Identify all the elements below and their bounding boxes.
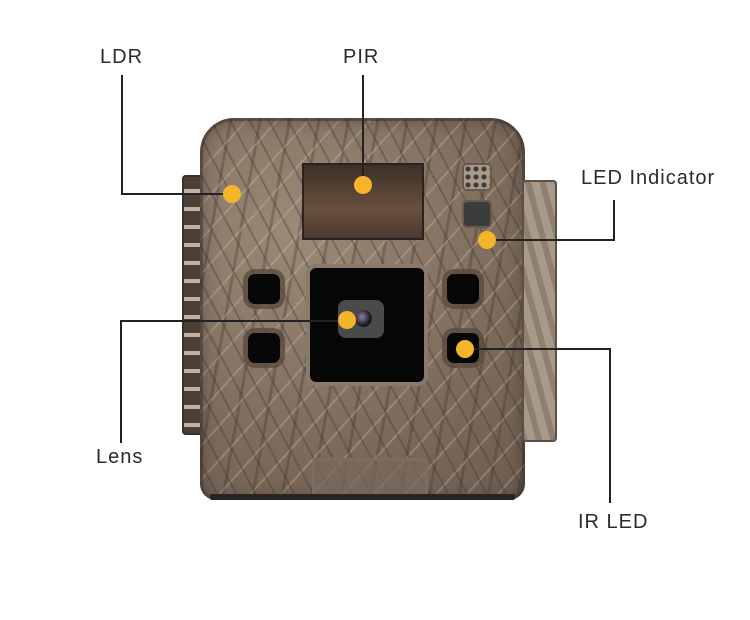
label-pir: PIR: [343, 46, 380, 68]
camera-base: [210, 494, 515, 500]
light-sensor: [462, 200, 492, 228]
leader-line-ir-vertical: [609, 348, 611, 503]
label-lens: Lens: [96, 446, 144, 468]
marker-led-indicator: [478, 231, 496, 249]
marker-ldr: [223, 185, 241, 203]
right-latch: [522, 180, 557, 442]
leader-line-led-horizontal: [486, 239, 615, 241]
pir-sensor-window: [302, 163, 424, 240]
marker-ir-led: [456, 340, 474, 358]
marker-pir: [354, 176, 372, 194]
leader-line-lens-horizontal: [120, 320, 348, 322]
brand-badge: [312, 458, 428, 498]
marker-lens: [338, 311, 356, 329]
ir-led-top-left: [248, 274, 280, 304]
leader-line-lens-vertical: [120, 320, 122, 443]
camera-lens: [355, 310, 372, 327]
label-ir-led: IR LED: [578, 511, 649, 533]
leader-line-ldr-horizontal: [121, 193, 231, 195]
leader-line-led-vertical: [613, 200, 615, 240]
leader-line-ldr-vertical: [121, 75, 123, 195]
label-ldr: LDR: [100, 46, 144, 68]
label-led-indicator: LED Indicator: [581, 167, 716, 189]
leader-line-ir-horizontal: [464, 348, 611, 350]
ir-led-bottom-left: [248, 333, 280, 363]
microphone-grille: [462, 163, 492, 191]
leader-line-pir: [362, 75, 364, 185]
ir-led-top-right: [447, 274, 479, 304]
